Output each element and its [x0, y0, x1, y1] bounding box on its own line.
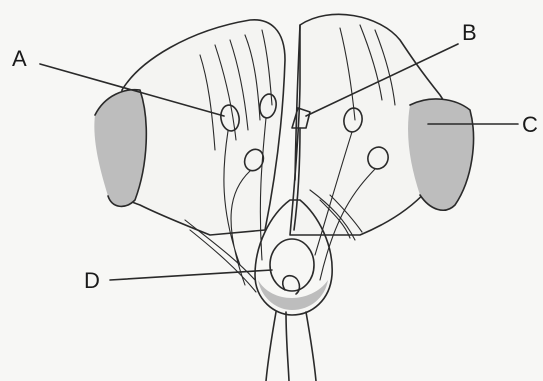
- stalk-right: [306, 312, 316, 381]
- stalk-left: [266, 312, 276, 381]
- ovule-cavity: [270, 239, 314, 291]
- stalk-inner: [286, 312, 289, 381]
- label-c: C: [522, 112, 538, 137]
- label-a: A: [12, 46, 27, 71]
- pointer-line-d: [110, 270, 272, 280]
- label-b: B: [462, 20, 477, 45]
- label-d: D: [84, 268, 100, 293]
